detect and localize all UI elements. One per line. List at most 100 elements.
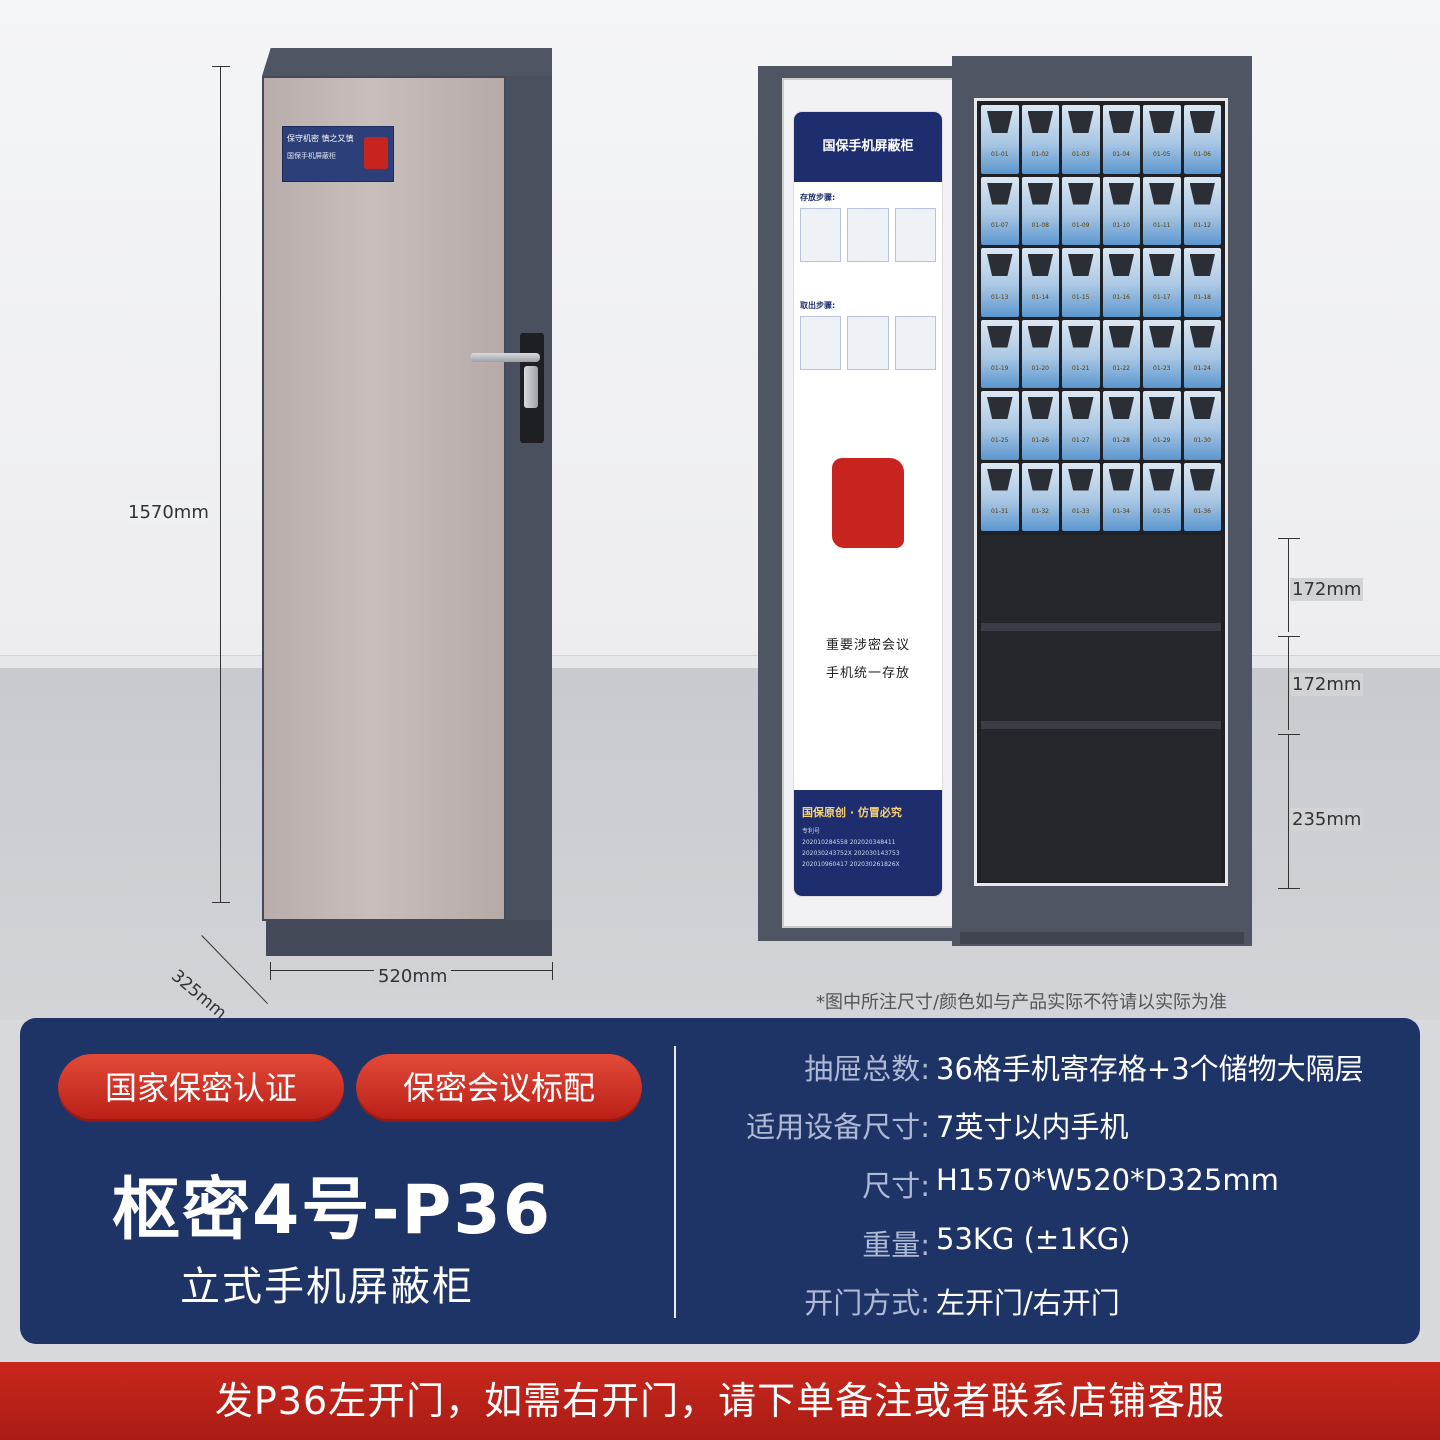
phone-locker: 01-10 xyxy=(1102,176,1141,245)
phone-locker: 01-26 xyxy=(1021,391,1059,460)
height-dimension-tick-top xyxy=(212,66,230,67)
height-dimension-tick-bottom xyxy=(212,902,230,903)
locker-number: 01-05 xyxy=(1143,149,1181,159)
phone-locker: 01-30 xyxy=(1183,391,1221,460)
door-label-line2: 国保手机屏蔽柜 xyxy=(287,152,336,160)
phone-locker: 01-02 xyxy=(1021,105,1060,174)
width-dimension-label: 520mm xyxy=(374,966,452,987)
poster-slogan-line2: 手机统一存放 xyxy=(825,666,910,681)
poster-store-illustrations xyxy=(800,208,936,262)
locker-number: 01-11 xyxy=(1143,221,1181,230)
door-handle xyxy=(470,353,540,362)
locker-number: 01-31 xyxy=(981,507,1019,516)
dimension-tick xyxy=(1278,888,1300,889)
spec-row: 尺寸: H1570*W520*D325mm xyxy=(690,1163,1410,1203)
product-name: 枢密4号-P36 xyxy=(112,1171,553,1250)
open-door: 国保手机屏蔽柜 存放步骤: 取出步骤: 重要涉密会议 手机统一存放 xyxy=(758,66,966,941)
locker-number: 01-23 xyxy=(1143,364,1181,373)
poster-title: 国保手机屏蔽柜 xyxy=(794,112,942,182)
poster-slogan: 重要涉密会议 手机统一存放 xyxy=(802,632,934,688)
dimension-tick xyxy=(1278,636,1300,637)
cabinet-door: 保守机密 慎之又慎 国保手机屏蔽柜 xyxy=(262,76,506,921)
poster-footer-title: 国保原创 · 仿冒必究 xyxy=(802,806,902,819)
phone-locker: 01-12 xyxy=(1183,176,1221,245)
locker-number: 01-09 xyxy=(1062,221,1100,230)
phone-locker: 01-23 xyxy=(1143,319,1181,388)
door-label: 保守机密 慎之又慎 国保手机屏蔽柜 xyxy=(282,126,394,182)
spec-label: 开门方式: xyxy=(804,1286,930,1320)
phone-locker: 01-22 xyxy=(1102,319,1140,388)
locker-number: 01-35 xyxy=(1143,507,1181,516)
door-label-line1: 保守机密 慎之又慎 xyxy=(287,134,354,143)
phone-locker: 01-01 xyxy=(981,105,1019,174)
poster-footer: 国保原创 · 仿冒必究 专利号 202010284558 20202034841… xyxy=(794,790,942,896)
locker-number: 01-28 xyxy=(1103,435,1141,445)
phone-locker: 01-16 xyxy=(1102,248,1141,317)
locker-number: 01-07 xyxy=(981,221,1019,230)
info-panel: 国家保密认证 保密会议标配 枢密4号-P36 立式手机屏蔽柜 抽屉总数: 36格… xyxy=(20,1018,1420,1344)
spec-value: 左开门/右开门 xyxy=(936,1286,1120,1320)
locker-number: 01-18 xyxy=(1184,292,1222,302)
spec-value: 7英寸以内手机 xyxy=(936,1110,1129,1144)
poster-footer-patents: 专利号 202010284558 202020348411 2020302437… xyxy=(802,826,934,870)
phone-locker: 01-32 xyxy=(1021,462,1060,531)
cabinet-base xyxy=(266,920,552,956)
width-dimension-tick-left xyxy=(270,962,271,980)
spec-row: 适用设备尺寸: 7英寸以内手机 xyxy=(690,1104,1410,1144)
illustration xyxy=(800,316,842,370)
locker-number: 01-10 xyxy=(1103,221,1141,230)
phone-locker: 01-35 xyxy=(1143,462,1181,531)
spec-value: 53KG (±1KG) xyxy=(936,1222,1131,1256)
phone-locker: 01-29 xyxy=(1143,391,1181,460)
width-dimension-tick-right xyxy=(552,962,553,980)
locker-number: 01-32 xyxy=(1022,507,1060,516)
open-cabinet: 国保手机屏蔽柜 存放步骤: 取出步骤: 重要涉密会议 手机统一存放 xyxy=(758,56,1258,946)
certification-badge: 国家保密认证 xyxy=(58,1054,344,1122)
illustration xyxy=(847,208,889,262)
phone-locker: 01-17 xyxy=(1143,248,1181,317)
illustration xyxy=(847,316,889,370)
locker-number: 01-02 xyxy=(1022,149,1060,159)
locker-number: 01-08 xyxy=(1022,221,1060,230)
dimension-tick xyxy=(1278,734,1300,735)
poster-store-steps: 存放步骤: xyxy=(800,193,836,202)
cabinet-side xyxy=(506,76,552,921)
poster-slogan-line1: 重要涉密会议 xyxy=(825,638,910,653)
phone-locker: 01-03 xyxy=(1062,105,1100,174)
phone-locker: 01-07 xyxy=(981,176,1019,245)
locker-number: 01-36 xyxy=(1184,507,1222,516)
open-door-inner: 国保手机屏蔽柜 存放步骤: 取出步骤: 重要涉密会议 手机统一存放 xyxy=(782,78,962,928)
locker-number: 01-25 xyxy=(981,435,1019,445)
phone-locker: 01-28 xyxy=(1102,391,1141,460)
seal-logo-icon xyxy=(364,137,388,169)
phone-locker: 01-20 xyxy=(1021,319,1059,388)
locker-number: 01-27 xyxy=(1062,435,1100,445)
locker-number: 01-21 xyxy=(1062,364,1100,373)
poster-seal-icon xyxy=(832,458,904,548)
spec-label: 抽屉总数: xyxy=(804,1052,930,1086)
meeting-standard-badge: 保密会议标配 xyxy=(356,1054,642,1122)
locker-number: 01-14 xyxy=(1022,292,1060,302)
locker-number: 01-33 xyxy=(1062,507,1100,516)
phone-locker: 01-36 xyxy=(1183,462,1222,531)
phone-locker: 01-21 xyxy=(1062,319,1100,388)
phone-locker: 01-25 xyxy=(981,391,1019,460)
phone-locker: 01-19 xyxy=(981,319,1019,388)
illustration xyxy=(800,208,842,262)
poster-patent-numbers: 202010284558 202020348411 202030243752X … xyxy=(802,839,900,868)
shelf-divider xyxy=(981,623,1221,631)
locker-number: 01-01 xyxy=(981,149,1019,159)
cabinet-shell-base xyxy=(960,932,1244,944)
locker-number: 01-34 xyxy=(1103,507,1141,516)
poster-patent-label: 专利号 xyxy=(802,828,821,835)
illustration xyxy=(894,316,936,370)
dimension-tick xyxy=(1278,538,1300,539)
phone-locker: 01-11 xyxy=(1143,176,1181,245)
spec-row: 抽屉总数: 36格手机寄存格+3个储物大隔层 xyxy=(690,1046,1410,1086)
height-dimension-line xyxy=(220,66,221,902)
product-scene: 保守机密 慎之又慎 国保手机屏蔽柜 1570mm 520mm 325mm 国保手… xyxy=(0,0,1440,1020)
locker-number: 01-16 xyxy=(1103,292,1141,302)
shelf3-dimension-line xyxy=(1288,734,1289,888)
storage-shelves xyxy=(981,535,1221,881)
